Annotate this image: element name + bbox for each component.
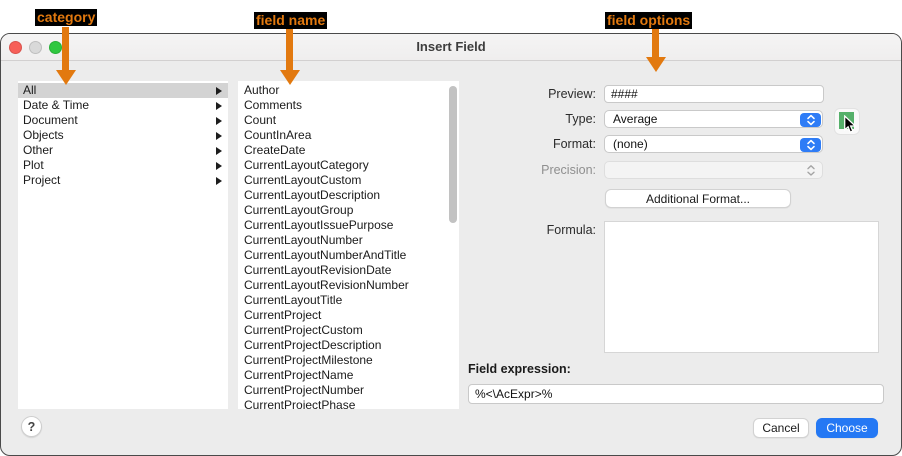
category-row[interactable]: Other — [18, 143, 228, 158]
mouse-cursor-icon — [844, 115, 857, 133]
type-value: Average — [613, 112, 658, 126]
field-expression-input[interactable] — [468, 384, 884, 404]
minimize-button[interactable] — [29, 41, 42, 54]
field-name-row[interactable]: CurrentLayoutGroup — [244, 203, 354, 217]
disclosure-triangle-icon — [216, 176, 222, 185]
preview-input[interactable] — [604, 85, 824, 103]
window-title: Insert Field — [416, 39, 486, 54]
format-value: (none) — [613, 137, 648, 151]
annotation-category-arrow-head — [56, 70, 76, 85]
field-name-row[interactable]: CurrentLayoutNumberAndTitle — [244, 248, 407, 262]
disclosure-triangle-icon — [216, 116, 222, 125]
category-row[interactable]: Date & Time — [18, 98, 228, 113]
field-name-row[interactable]: CurrentLayoutRevisionNumber — [244, 278, 409, 292]
field-name-row[interactable]: CurrentProject — [244, 308, 322, 322]
field-name-row[interactable]: CreateDate — [244, 143, 306, 157]
annotation-field-name-arrow-head — [280, 70, 300, 85]
annotation-category-arrow-stem — [62, 27, 69, 70]
field-name-row[interactable]: CurrentProjectNumber — [244, 383, 365, 397]
type-label: Type: — [565, 112, 596, 126]
field-name-row[interactable]: CurrentProjectName — [244, 368, 354, 382]
field-name-row[interactable]: CurrentLayoutDescription — [244, 188, 381, 202]
field-name-row[interactable]: Author — [244, 83, 280, 97]
insert-field-dialog: Insert Field All Date & Time Document Ob… — [0, 33, 902, 456]
field-name-row[interactable]: Comments — [244, 98, 303, 112]
popup-chevrons-icon — [800, 113, 821, 127]
category-row[interactable]: Project — [18, 173, 228, 188]
disclosure-triangle-icon — [216, 101, 222, 110]
field-name-row[interactable]: Count — [244, 113, 277, 127]
field-name-row[interactable]: CurrentProjectPhase — [244, 398, 356, 409]
category-label: Plot — [23, 158, 44, 172]
annotation-field-name: field name — [254, 12, 328, 29]
disclosure-triangle-icon — [216, 86, 222, 95]
annotation-field-options-arrow-head — [646, 57, 666, 72]
annotation-field-options: field options — [605, 12, 693, 29]
scrollbar-thumb[interactable] — [449, 86, 457, 223]
disclosure-triangle-icon — [216, 146, 222, 155]
choose-button[interactable]: Choose — [816, 418, 878, 438]
field-name-row[interactable]: CountInArea — [244, 128, 312, 142]
formula-textarea[interactable] — [604, 221, 879, 353]
traffic-lights — [9, 41, 62, 54]
category-list: All Date & Time Document Objects Other P… — [18, 81, 228, 409]
annotation-category: category — [35, 9, 98, 26]
help-button[interactable]: ? — [21, 416, 42, 437]
field-name-row[interactable]: CurrentLayoutTitle — [244, 293, 343, 307]
field-name-row[interactable]: CurrentLayoutRevisionDate — [244, 263, 392, 277]
format-dropdown[interactable]: (none) — [604, 135, 823, 153]
stepper-chevrons-icon — [806, 164, 816, 181]
category-label: Project — [23, 173, 61, 187]
category-row[interactable]: Objects — [18, 128, 228, 143]
field-name-row[interactable]: CurrentProjectMilestone — [244, 353, 373, 367]
field-name-row[interactable]: CurrentProjectDescription — [244, 338, 382, 352]
category-row[interactable]: Plot — [18, 158, 228, 173]
category-label: Other — [23, 143, 54, 157]
annotation-field-name-arrow-stem — [286, 29, 293, 70]
close-button[interactable] — [9, 41, 22, 54]
category-label: Date & Time — [23, 98, 90, 112]
category-label: All — [23, 83, 37, 97]
disclosure-triangle-icon — [216, 161, 222, 170]
field-expression-label: Field expression: — [468, 362, 571, 376]
category-row[interactable]: Document — [18, 113, 228, 128]
precision-stepper[interactable] — [604, 161, 823, 179]
field-name-row[interactable]: CurrentLayoutNumber — [244, 233, 363, 247]
preview-label: Preview: — [548, 87, 596, 101]
annotation-field-options-arrow-stem — [652, 29, 659, 57]
titlebar: Insert Field — [1, 34, 901, 61]
zoom-button[interactable] — [49, 41, 62, 54]
cancel-button[interactable]: Cancel — [753, 418, 809, 438]
precision-label: Precision: — [541, 163, 596, 177]
field-name-row[interactable]: CurrentLayoutCustom — [244, 173, 362, 187]
additional-format-button[interactable]: Additional Format... — [605, 189, 791, 208]
popup-chevrons-icon — [800, 138, 821, 152]
format-label: Format: — [552, 137, 596, 151]
field-name-row[interactable]: CurrentProjectCustom — [244, 323, 363, 337]
category-label: Objects — [23, 128, 64, 142]
disclosure-triangle-icon — [216, 131, 222, 140]
field-name-row[interactable]: CurrentLayoutIssuePurpose — [244, 218, 394, 232]
category-row[interactable]: All — [18, 83, 228, 98]
category-label: Document — [23, 113, 78, 127]
type-dropdown[interactable]: Average — [604, 110, 823, 128]
field-name-row[interactable]: CurrentLayoutCategory — [244, 158, 369, 172]
formula-label: Formula: — [546, 223, 596, 237]
